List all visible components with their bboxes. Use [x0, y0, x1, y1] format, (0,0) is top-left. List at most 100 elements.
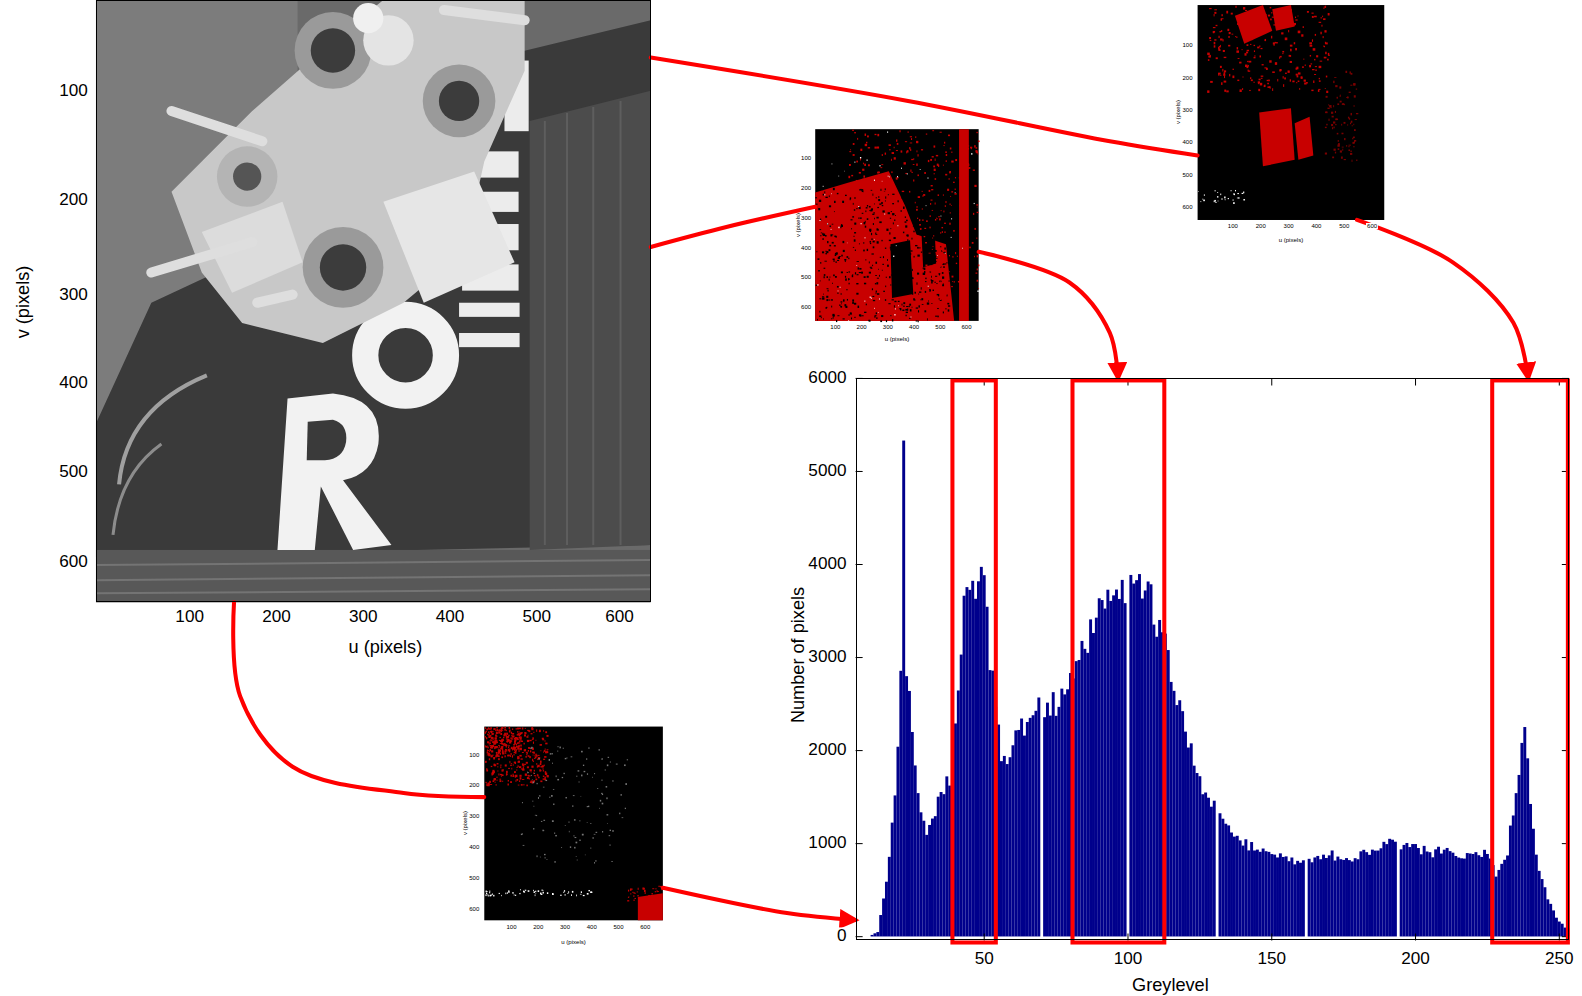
threshold-image	[490, 783, 492, 785]
threshold-image	[1350, 123, 1351, 125]
threshold-image	[532, 759, 533, 761]
threshold-image	[961, 287, 963, 289]
threshold-image	[873, 223, 874, 225]
threshold-image	[955, 177, 956, 178]
threshold-image	[842, 201, 844, 203]
threshold-image	[579, 781, 580, 783]
threshold-image	[910, 136, 912, 137]
threshold-image	[575, 837, 577, 838]
threshold-image	[519, 738, 521, 740]
threshold-image	[525, 727, 526, 729]
threshold-image	[1339, 86, 1341, 88]
threshold-image	[511, 732, 512, 734]
threshold-image	[503, 740, 504, 741]
threshold-image	[889, 232, 890, 234]
threshold-image	[836, 252, 838, 254]
threshold-image	[913, 275, 914, 276]
threshold-image	[819, 220, 820, 222]
threshold-image	[926, 220, 928, 222]
threshold-image	[950, 267, 951, 269]
threshold-image	[916, 307, 918, 308]
threshold-image	[923, 237, 925, 238]
threshold-image	[922, 303, 924, 305]
threshold-image	[516, 779, 518, 781]
threshold-image	[1319, 67, 1320, 68]
threshold-image	[514, 762, 516, 764]
threshold-image	[824, 194, 826, 195]
threshold-image	[521, 802, 523, 803]
threshold-image	[820, 235, 821, 236]
threshold-image	[906, 306, 908, 307]
threshold-image	[890, 247, 891, 248]
threshold-image	[503, 744, 504, 746]
threshold-image	[541, 820, 542, 822]
threshold-image	[1237, 193, 1239, 194]
threshold-image	[1337, 97, 1338, 99]
threshold-image	[937, 264, 939, 265]
threshold-image	[1326, 91, 1328, 93]
threshold-image	[506, 773, 507, 775]
threshold-image	[535, 891, 536, 892]
threshold-image	[568, 831, 570, 832]
threshold-image	[902, 197, 903, 199]
threshold-image	[508, 780, 509, 781]
threshold-image	[491, 740, 492, 742]
threshold-image	[536, 763, 537, 764]
threshold-image	[837, 260, 839, 261]
threshold-image	[824, 274, 826, 276]
threshold-image	[1214, 45, 1216, 47]
threshold-image	[627, 759, 628, 761]
threshold-image	[609, 844, 610, 846]
threshold-image	[1349, 92, 1351, 93]
threshold-image	[1332, 127, 1333, 129]
threshold-image	[1310, 55, 1311, 57]
threshold-image	[940, 266, 942, 268]
threshold-image	[932, 130, 934, 131]
threshold-image	[823, 185, 824, 187]
threshold-image	[1218, 36, 1219, 38]
threshold-image	[931, 280, 933, 282]
threshold-image	[543, 820, 545, 821]
threshold-image	[1261, 76, 1264, 77]
threshold-image	[905, 293, 906, 295]
threshold-image	[953, 243, 955, 244]
threshold-image	[914, 256, 915, 258]
threshold-image	[1325, 127, 1327, 128]
threshold-image	[619, 813, 620, 815]
threshold-image	[942, 231, 943, 233]
threshold-image	[941, 221, 943, 223]
threshold-image	[922, 220, 924, 221]
threshold-image	[1296, 67, 1298, 70]
threshold-image	[542, 890, 544, 892]
threshold-image	[499, 746, 501, 747]
threshold-image	[849, 164, 851, 166]
threshold-image	[903, 302, 905, 304]
threshold-image	[854, 239, 856, 241]
threshold-image	[1221, 82, 1222, 85]
threshold-image	[1213, 32, 1214, 34]
threshold-image	[493, 780, 495, 782]
threshold-image	[1295, 19, 1297, 20]
threshold-image	[1295, 48, 1297, 50]
threshold-image	[1335, 85, 1337, 87]
threshold-image	[513, 774, 514, 776]
threshold-image	[551, 795, 553, 797]
threshold-image	[1224, 90, 1226, 92]
threshold-image	[491, 773, 492, 775]
threshold-image	[941, 263, 943, 264]
threshold-image	[525, 890, 527, 891]
threshold-image	[502, 750, 504, 752]
threshold-image	[944, 231, 945, 232]
threshold-image	[843, 250, 845, 252]
threshold-image	[926, 227, 928, 228]
threshold-image	[518, 784, 520, 786]
threshold-image	[944, 252, 946, 254]
threshold-image	[930, 255, 932, 257]
threshold-image	[820, 219, 821, 221]
threshold-image	[830, 234, 832, 236]
threshold-image	[1290, 49, 1291, 52]
threshold-image	[835, 253, 837, 255]
threshold-image	[905, 216, 906, 217]
threshold-image	[517, 766, 519, 767]
threshold-image	[877, 277, 879, 279]
